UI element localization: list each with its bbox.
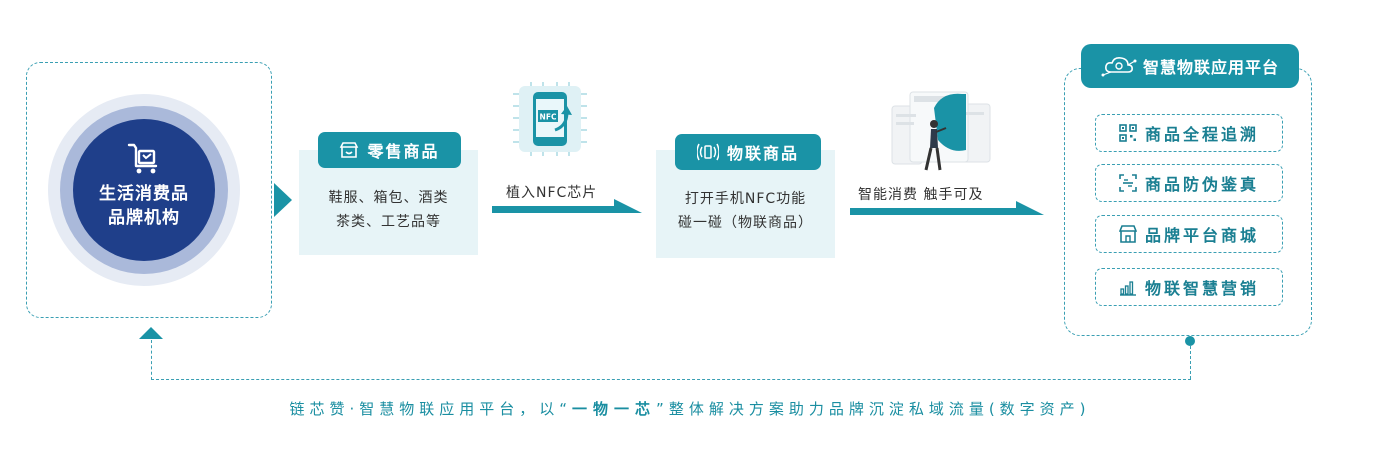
feedback-arrow-head [139,327,163,339]
footer-highlight: 一物一芯 [572,400,657,418]
footer-tagline: 链芯赞·智慧物联应用平台，以“一物一芯”整体解决方案助力品牌沉淀私域流量(数字资… [0,398,1380,419]
feature-brand-mall: 品牌平台商城 [1095,215,1283,253]
nfc-chip-phone-icon: NFC [513,82,587,156]
feature-traceability: 商品全程追溯 [1095,114,1283,152]
feature-smart-marketing: 物联智慧营销 [1095,268,1283,306]
iot-goods-pill: 物联商品 [675,134,821,170]
bar-chart-icon [1119,281,1136,296]
brand-dashed-frame [26,62,272,318]
store-icon [340,142,359,158]
feature-traceability-label: 商品全程追溯 [1144,125,1259,144]
feature-smart-marketing-label: 物联智慧营销 [1144,279,1259,298]
iot-goods-desc-line2: 碰一碰（物联商品） [678,215,813,231]
cloud-network-icon [1101,57,1137,77]
brand-pointer-arrow [274,183,292,217]
footer-prefix: 链芯赞·智慧物联应用平台，以 [289,400,560,418]
scan-icon [1119,174,1137,192]
feature-anti-counterfeit-label: 商品防伪鉴真 [1144,175,1259,194]
footer-close-quote: ” [656,400,669,418]
feedback-line-left [151,340,152,380]
shopping-cart-icon [127,143,158,174]
feedback-origin-dot [1185,336,1195,346]
retail-goods-desc-line2: 茶类、工艺品等 [336,213,441,230]
svg-text:NFC: NFC [540,113,557,122]
storefront-icon [1118,225,1137,243]
embed-nfc-arrow [492,206,616,213]
brand-circle: 生活消费品 品牌机构 [73,119,215,261]
brand-title-line2: 品牌机构 [108,208,180,228]
feature-anti-counterfeit: 商品防伪鉴真 [1095,164,1283,202]
retail-goods-pill: 零售商品 [318,132,461,168]
feedback-line-bottom [151,379,1191,380]
smart-consumption-illustration [891,91,991,171]
brand-title-line1: 生活消费品 [99,184,189,204]
platform-title-pill: 智慧物联应用平台 [1081,44,1299,88]
embed-nfc-arrow-head [614,199,642,213]
embed-nfc-label: 植入NFC芯片 [506,185,598,201]
smart-consumption-arrow-head [1016,201,1044,215]
feedback-line-right [1190,341,1191,379]
feature-brand-mall-label: 品牌平台商城 [1144,226,1259,245]
qr-code-icon [1119,124,1137,142]
footer-suffix: 整体解决方案助力品牌沉淀私域流量(数字资产) [668,400,1091,418]
smart-consumption-arrow [850,208,1018,215]
retail-goods-title: 零售商品 [367,142,440,161]
retail-goods-desc-line1: 鞋服、箱包、酒类 [328,189,449,206]
footer-open-quote: “ [559,400,573,418]
platform-title: 智慧物联应用平台 [1142,58,1279,77]
smart-consumption-label: 智能消费 触手可及 [858,187,984,203]
iot-goods-desc-line1: 打开手机NFC功能 [684,191,807,207]
iot-goods-title: 物联商品 [726,144,799,163]
nfc-signal-icon [696,143,719,161]
